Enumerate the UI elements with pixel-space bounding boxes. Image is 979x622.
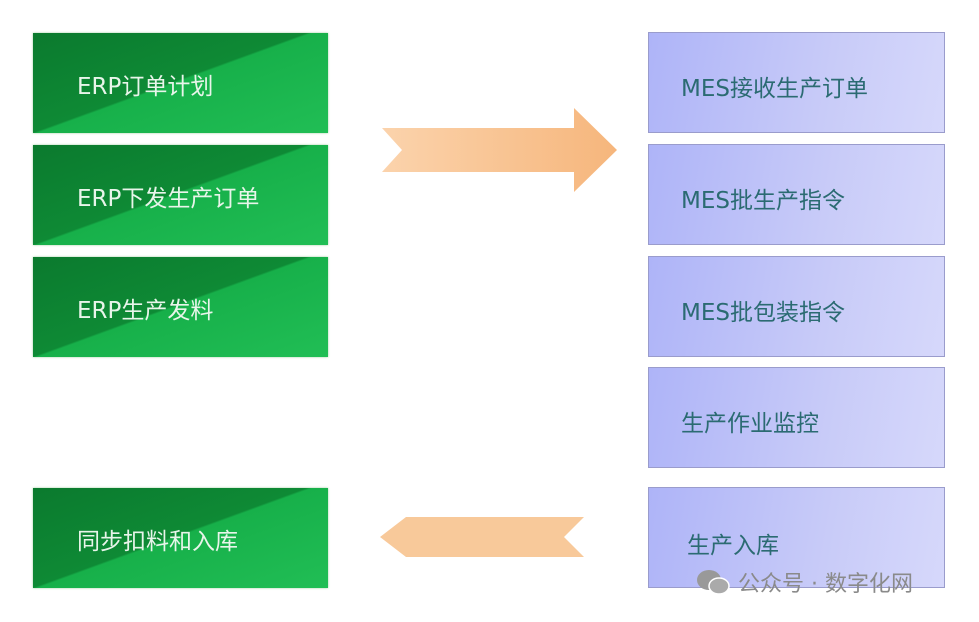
erp-order-plan-box: ERP订单计划 [33,33,328,133]
box-label: ERP下发生产订单 [77,186,260,212]
right-arrow-icon [382,108,617,192]
left-arrow-icon [380,517,584,557]
erp-sync-box: 同步扣料和入库 [33,488,328,588]
erp-issue-order-box: ERP下发生产订单 [33,145,328,245]
watermark: 公众号 · 数字化网 [696,566,913,598]
mes-production-instruction-box: MES批生产指令 [648,144,945,245]
box-label: 生产入库 [687,533,779,559]
box-label: MES批包装指令 [681,300,845,326]
box-label: ERP订单计划 [77,74,214,100]
watermark-text: 公众号 · 数字化网 [738,572,913,597]
box-label: MES接收生产订单 [681,76,868,102]
mes-packaging-instruction-box: MES批包装指令 [648,256,945,357]
wechat-icon [697,570,730,595]
box-label: 生产作业监控 [681,411,819,437]
box-label: ERP生产发料 [77,298,214,324]
box-label: 同步扣料和入库 [77,529,238,555]
box-label: MES批生产指令 [681,188,845,214]
production-monitoring-box: 生产作业监控 [648,367,945,468]
production-warehousing-box: 生产入库 [648,487,945,588]
erp-material-issue-box: ERP生产发料 [33,257,328,357]
mes-receive-order-box: MES接收生产订单 [648,32,945,133]
